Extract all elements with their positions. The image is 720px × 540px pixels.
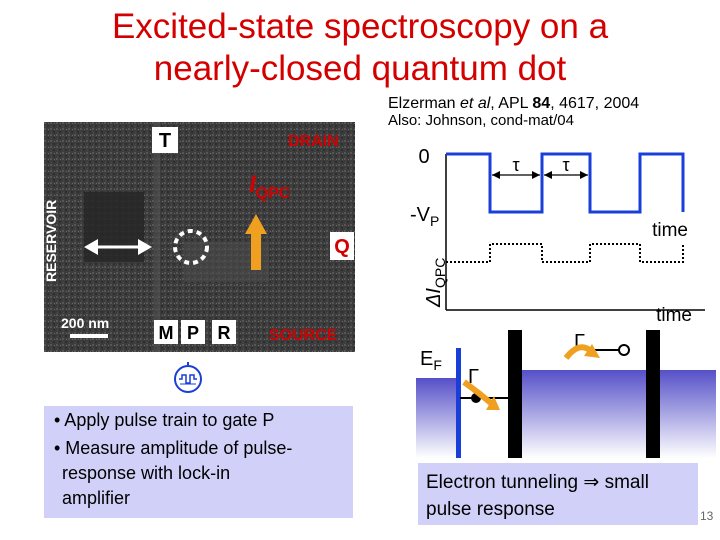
- gate-p-box: [181, 320, 205, 344]
- qpc-response-trace: [446, 243, 684, 263]
- slide-title: Excited-state spectroscopy on a nearly-c…: [0, 6, 720, 90]
- conclusion-box: Electron tunneling ⇒ small pulse respons…: [418, 463, 698, 525]
- fermi-level-label: EF: [420, 348, 442, 373]
- citation-also: Also: Johnson, cond-mat/04: [388, 112, 574, 129]
- conclusion-line-1: Electron tunneling ⇒ small: [426, 472, 649, 493]
- gate-r-box: [212, 320, 236, 344]
- tau-arrow-2-right: [580, 171, 588, 179]
- neg-vp-label: -VP: [410, 204, 439, 229]
- gate-m-label: M: [159, 323, 174, 343]
- gate-q-label: Q: [334, 236, 350, 258]
- title-line-1: Excited-state spectroscopy on a: [111, 7, 609, 46]
- bullet-2: • Measure amplitude of pulse-: [54, 438, 293, 458]
- tunnel-arrow-right-head: [584, 344, 600, 358]
- citation-authors: Elzerman: [388, 95, 461, 112]
- gamma-label-2: Γ: [574, 331, 585, 353]
- gate-r-label: R: [218, 323, 231, 343]
- gate-q-box: [330, 232, 354, 260]
- tunnel-arrow-left-head: [486, 396, 500, 410]
- right-fermi-sea: [522, 370, 646, 458]
- left-fermi-sea: [416, 378, 456, 458]
- pulse-train: [446, 152, 685, 214]
- citation-pages: , 4617, 2004: [550, 95, 640, 112]
- bullet-2-cont-1: response with lock-in: [62, 463, 231, 483]
- pulse-source-icon: [174, 362, 202, 393]
- tunnel-arrow-left-head: [84, 239, 98, 255]
- gate-p-label: P: [187, 323, 199, 343]
- tunnel-arrow-right-head: [138, 239, 152, 255]
- tau-arrow-1-right: [532, 171, 540, 179]
- gate-structure: [154, 122, 160, 352]
- time-label-2: time: [656, 305, 692, 326]
- tau-label-1: τ: [512, 155, 519, 175]
- gamma-label-1: Γ: [468, 366, 479, 388]
- gate-t-label: T: [159, 130, 171, 152]
- tau-arrow-2-left: [544, 171, 552, 179]
- empty-state-dot: [618, 344, 630, 356]
- scale-bar: [70, 334, 108, 338]
- gate-m-box: [154, 320, 178, 344]
- page-number: 13: [700, 509, 714, 523]
- pulse-timing-diagram: 0 -VP τ τ time ΔIQPC time: [410, 146, 705, 326]
- device-micrograph: RESERVOIR T DRAIN IQPC Q 200 nm M P R SO…: [43, 122, 355, 352]
- tunnel-barrier-1: [508, 330, 522, 458]
- time-label-1: time: [652, 220, 688, 241]
- drain-label: DRAIN: [288, 133, 339, 150]
- i-qpc-arrow: [245, 214, 267, 270]
- tunnel-arrow-left: [462, 379, 494, 407]
- conclusion-line-2: pulse response: [426, 499, 555, 520]
- citation-journal: , APL: [490, 95, 533, 112]
- tunnel-barrier-2: [646, 330, 660, 458]
- scale-label: 200 nm: [61, 315, 109, 331]
- zero-level-label: 0: [418, 146, 429, 168]
- tau-arrow-1-left: [492, 171, 500, 179]
- citation: Elzerman et al, APL 84, 4617, 2004 Also:…: [388, 95, 639, 129]
- reservoir-label: RESERVOIR: [44, 200, 59, 282]
- drain-fermi-sea: [660, 370, 716, 458]
- citation-volume: 84: [532, 95, 551, 112]
- title-line-2: nearly-closed quantum dot: [153, 49, 567, 88]
- source-label: SOURCE: [269, 327, 338, 344]
- energy-diagram: EF Γ Γ: [416, 330, 716, 458]
- bullet-list-box: • Apply pulse train to gate P • Measure …: [44, 406, 353, 518]
- delta-i-qpc-label: ΔIQPC: [423, 258, 448, 308]
- citation-etal: et al: [460, 95, 491, 112]
- micrograph-svg: RESERVOIR T DRAIN IQPC Q 200 nm M P R SO…: [43, 122, 355, 352]
- bullet-2-cont-2: amplifier: [62, 488, 131, 508]
- gate-t-box: [152, 127, 178, 153]
- left-lead-edge: [456, 348, 461, 458]
- tau-label-2: τ: [562, 155, 569, 175]
- bullet-1: • Apply pulse train to gate P: [54, 410, 275, 430]
- quantum-dot-icon: [173, 229, 209, 265]
- i-qpc-label: IQPC: [249, 171, 291, 202]
